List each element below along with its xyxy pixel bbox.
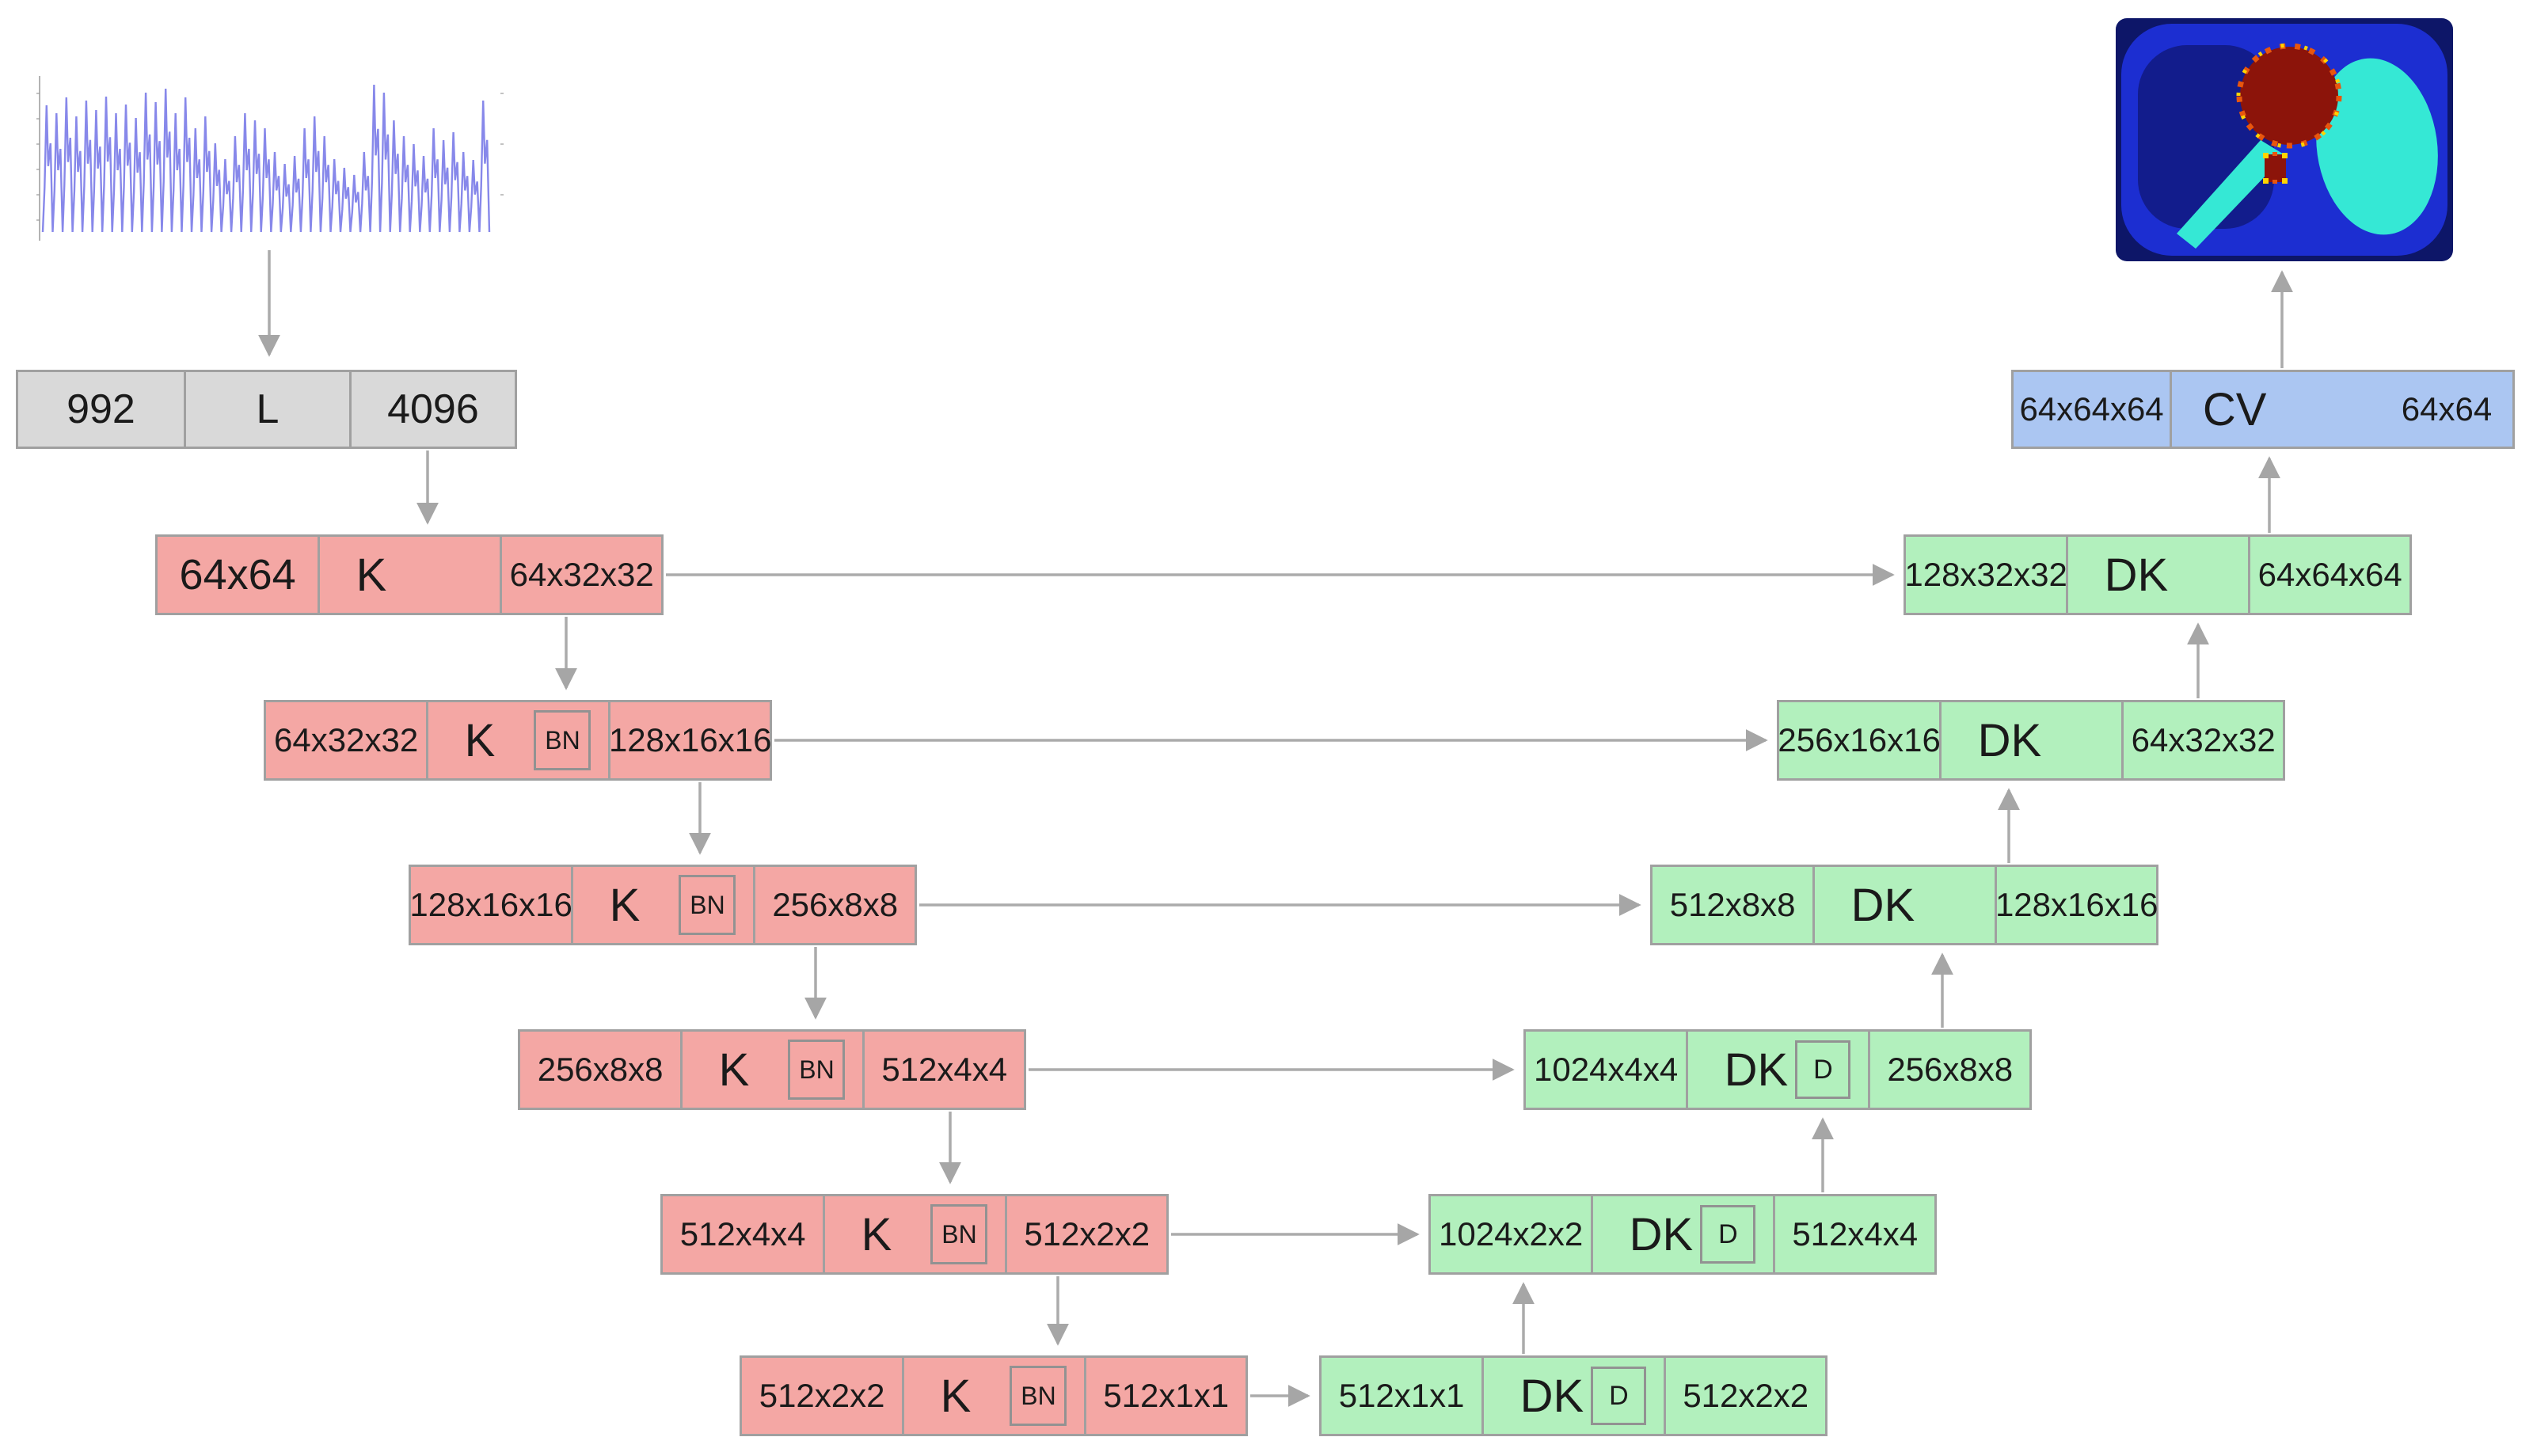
encoder-row-1: 64x64 K 64x32x32 <box>155 534 664 615</box>
op-cell: DK <box>1812 867 1995 943</box>
output-dims: 128x16x16 <box>1995 867 2158 943</box>
op-label: DK <box>2104 549 2169 601</box>
output-dims: 128x16x16 <box>608 702 771 778</box>
output-block: 64x64x64 CV 64x64 <box>2011 370 2515 449</box>
op-label: DK <box>1629 1208 1694 1260</box>
encoder-row-3: 128x16x16 K BN 256x8x8 <box>409 865 917 945</box>
output-dims: 512x4x4 <box>862 1032 1024 1108</box>
input-dims: 512x2x2 <box>759 1377 885 1414</box>
op-label: K <box>718 1044 750 1096</box>
op-label: K <box>609 879 641 931</box>
op-cell: K BN <box>902 1358 1084 1434</box>
waveform-axis-ticks <box>36 93 504 221</box>
op-label: CV <box>2202 383 2267 435</box>
input-dims: 256x16x16 <box>1778 721 1941 758</box>
input-dims: 64x64x64 <box>2019 390 2164 428</box>
input-block-length: 992 <box>67 386 135 432</box>
dropout-box: D <box>1591 1367 1647 1425</box>
op-cell: DK <box>2066 537 2248 613</box>
seg-small-square-edges <box>2272 152 2277 184</box>
decoder-row-2: 256x16x16 DK 64x32x32 <box>1777 700 2285 781</box>
batchnorm-box: BN <box>788 1040 846 1100</box>
dropout-box: D <box>1795 1040 1851 1099</box>
input-dims: 256x8x8 <box>537 1051 664 1088</box>
output-dims: 256x8x8 <box>1868 1032 2029 1108</box>
decoder-row-1: 128x32x32 DK 64x64x64 <box>1904 534 2412 615</box>
seg-anomaly-rim-orange <box>2236 43 2342 149</box>
waveform-path <box>41 84 491 233</box>
op-cell: K <box>318 537 500 613</box>
batchnorm-box: BN <box>534 710 591 770</box>
decoder-row-3: 512x8x8 DK 128x16x16 <box>1650 865 2158 945</box>
input-dims: 512x4x4 <box>679 1215 806 1253</box>
encoder-row-2: 64x32x32 K BN 128x16x16 <box>264 700 772 781</box>
batchnorm-box: BN <box>930 1204 988 1264</box>
op-label: DK <box>1977 714 2042 766</box>
seg-left-lung-wedge-cyan <box>2177 140 2285 249</box>
input-dims: 64x64 <box>179 551 296 599</box>
input-dims: 512x1x1 <box>1338 1377 1465 1414</box>
output-dims: 512x4x4 <box>1773 1196 1934 1272</box>
op-label: DK <box>1519 1370 1584 1422</box>
op-cell: K BN <box>426 702 608 778</box>
input-dims: 1024x4x4 <box>1534 1051 1679 1088</box>
encoder-row-5: 512x4x4 K BN 512x2x2 <box>660 1194 1169 1275</box>
op-label: K <box>940 1370 972 1422</box>
output-dims: 512x2x2 <box>1005 1196 1166 1272</box>
op-cell: K BN <box>571 867 753 943</box>
output-dims: 64x32x32 <box>500 537 661 613</box>
output-dims: 512x2x2 <box>1664 1358 1825 1434</box>
output-dims: 512x1x1 <box>1084 1358 1246 1434</box>
op-cell: K BN <box>823 1196 1005 1272</box>
op-label: K <box>861 1208 892 1260</box>
op-cell: K BN <box>680 1032 862 1108</box>
op-label: K <box>464 714 496 766</box>
input-dims: 128x32x32 <box>1904 556 2067 593</box>
op-cell: DK <box>1939 702 2121 778</box>
input-signal-image <box>32 70 507 250</box>
seg-small-square-corners <box>2263 153 2288 184</box>
output-dims: 64x32x32 <box>2121 702 2283 778</box>
input-block-op-label: L <box>183 372 349 447</box>
op-label: DK <box>1724 1044 1789 1096</box>
op-cell: CV 64x64 <box>2170 372 2512 447</box>
segmentation-output-image <box>2116 18 2453 261</box>
input-dims: 64x32x32 <box>274 721 419 758</box>
op-label: DK <box>1850 879 1915 931</box>
encoder-row-6: 512x2x2 K BN 512x1x1 <box>740 1355 1248 1436</box>
batchnorm-box: BN <box>679 875 736 935</box>
encoder-row-4: 256x8x8 K BN 512x4x4 <box>518 1029 1026 1110</box>
seg-anomaly-circle-red <box>2240 47 2338 145</box>
input-dims: 128x16x16 <box>409 886 572 923</box>
output-dims: 64x64x64 <box>2248 537 2409 613</box>
output-dims: 256x8x8 <box>753 867 915 943</box>
batchnorm-box: BN <box>1010 1366 1067 1426</box>
output-dims: 64x64 <box>2401 390 2493 428</box>
op-label: K <box>356 549 387 601</box>
seg-small-square-red <box>2265 154 2286 182</box>
input-dims: 512x8x8 <box>1669 886 1796 923</box>
seg-right-lung-cyan <box>2316 58 2438 235</box>
input-block-size: 4096 <box>348 372 515 447</box>
dropout-box: D <box>1700 1205 1756 1264</box>
input-dims: 1024x2x2 <box>1439 1215 1584 1253</box>
input-block: 992 L 4096 <box>16 370 517 449</box>
